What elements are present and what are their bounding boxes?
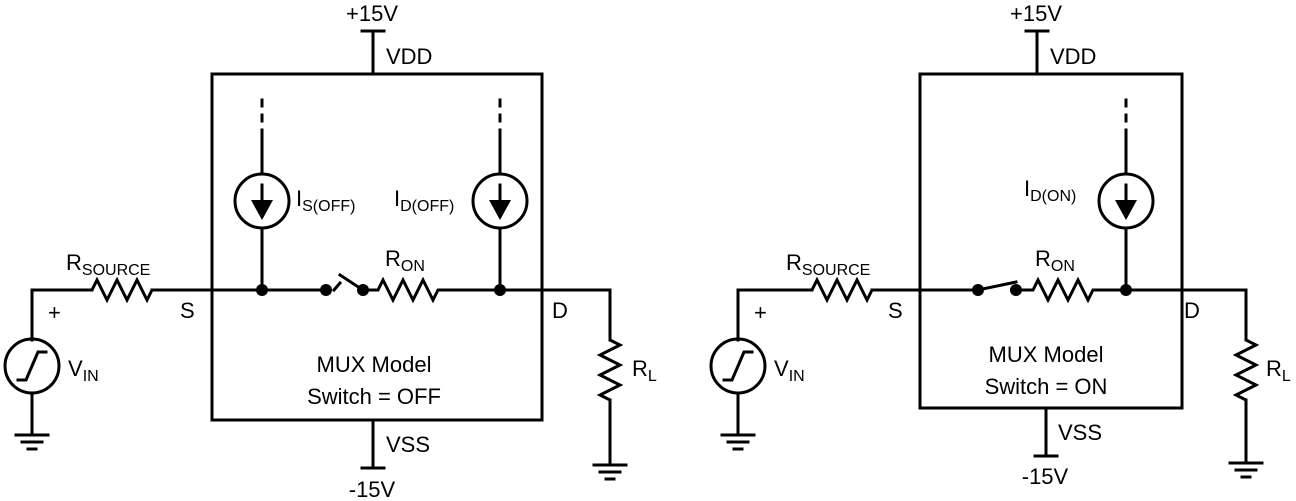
right-switch-blade xyxy=(976,280,1018,292)
right-ron-label: RON xyxy=(1035,246,1075,275)
right-supply-top-label: +15V xyxy=(1010,1,1062,26)
right-model-line1: MUX Model xyxy=(989,342,1104,367)
left-s-label: S xyxy=(180,298,195,323)
left-ron-label: RON xyxy=(385,246,425,275)
left-is-off-label: IS(OFF) xyxy=(296,186,355,215)
left-circuit: +15V VDD VSS -15V RSOURCE RON S D xyxy=(3,1,657,501)
right-switch-terminal-b xyxy=(1010,284,1022,296)
left-is-arrow-head xyxy=(251,200,273,220)
right-vss-label: VSS xyxy=(1058,420,1102,445)
left-mux-box xyxy=(210,72,544,422)
right-vdd-label: VDD xyxy=(1050,44,1096,69)
right-model-line2: Switch = ON xyxy=(985,374,1108,399)
right-circuit: +15V VDD VSS -15V RSOURCE RON S D ID(ON) xyxy=(709,1,1291,489)
left-rl-resistor xyxy=(596,338,624,402)
right-rsource-label: RSOURCE xyxy=(786,250,870,279)
right-rsource-resistor xyxy=(810,276,874,304)
right-supply-bottom-label: -15V xyxy=(1022,464,1069,489)
left-vin-step-icon xyxy=(16,350,48,382)
left-ron-resistor xyxy=(363,276,500,304)
left-switch-terminal-b xyxy=(357,284,369,296)
right-id-arrow-head xyxy=(1115,200,1137,220)
left-switch-terminal-a xyxy=(320,284,332,296)
left-supply-bottom-label: -15V xyxy=(349,477,396,501)
left-vdd-label: VDD xyxy=(386,44,432,69)
right-mux-box xyxy=(918,72,1184,410)
left-vss-label: VSS xyxy=(386,432,430,457)
left-model-line2: Switch = OFF xyxy=(307,384,441,409)
right-s-label: S xyxy=(888,298,903,323)
left-plus-sign: + xyxy=(48,300,61,325)
right-vin-label: VIN xyxy=(774,356,805,385)
right-plus-sign: + xyxy=(754,300,767,325)
left-rsource-resistor xyxy=(90,276,154,304)
left-rsource-label: RSOURCE xyxy=(66,250,150,279)
left-id-off-label: ID(OFF) xyxy=(394,186,454,215)
right-rl-resistor xyxy=(1232,338,1260,402)
left-d-label: D xyxy=(552,298,568,323)
left-switch-stub xyxy=(331,280,343,293)
right-rl-label: RL xyxy=(1266,356,1291,385)
left-id-arrow-head xyxy=(489,200,511,220)
right-vin-step-icon xyxy=(722,350,754,382)
right-d-label: D xyxy=(1184,298,1200,323)
left-rl-label: RL xyxy=(632,356,657,385)
right-ron-resistor xyxy=(1016,276,1126,304)
left-supply-top-label: +15V xyxy=(346,1,398,26)
right-id-on-label: ID(ON) xyxy=(1024,176,1076,205)
left-model-line1: MUX Model xyxy=(317,352,432,377)
left-vin-label: VIN xyxy=(68,356,99,385)
right-switch-terminal-a xyxy=(972,284,984,296)
